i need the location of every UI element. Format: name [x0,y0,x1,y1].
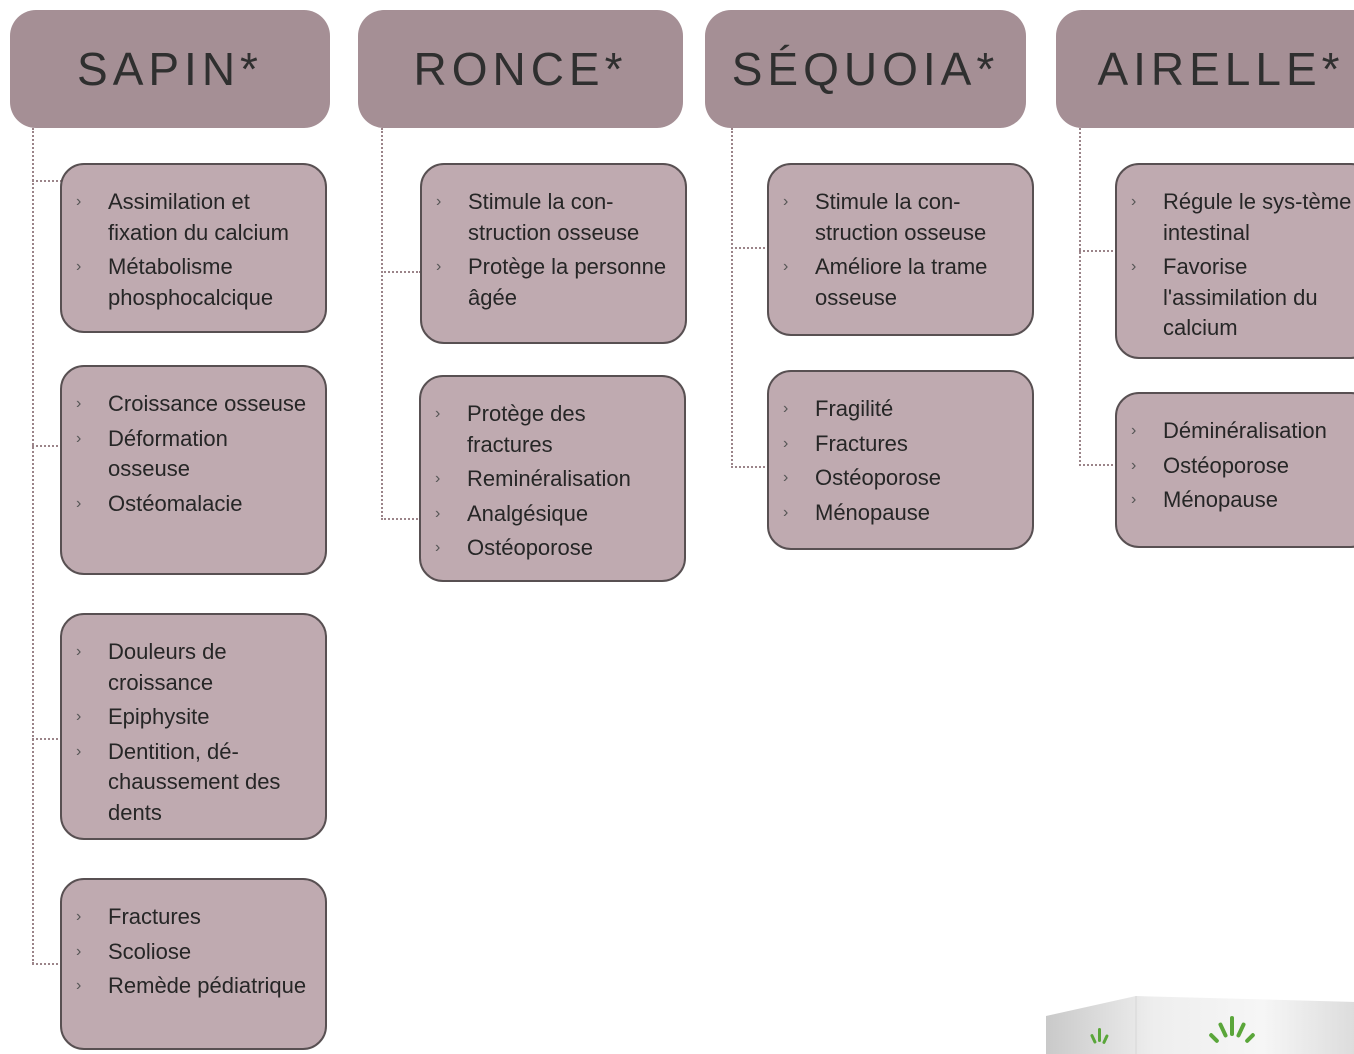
benefit-box: ›Fragilité ›Fractures ›Ostéoporose ›Méno… [767,370,1034,550]
chevron-right-icon: › [783,434,789,452]
connector-branch [731,466,769,468]
list-item: ›Stimule la con-struction osseuse [783,189,987,245]
list-item: ›Ostéoporose [1131,451,1354,482]
benefit-box: ›Assimilation et fixation du calcium ›Mé… [60,163,327,333]
list-item: ›Remède pédiatrique [76,971,315,1002]
chevron-right-icon: › [76,193,82,210]
connector-vertical [381,128,383,520]
benefit-box: ›Stimule la con-struction osseuse ›Protè… [420,163,687,344]
list-item: ›Déminéralisation [1131,416,1354,447]
list-item: ›Reminéralisation [435,464,674,495]
list-item: ›Analgésique [435,499,674,530]
benefit-box: ›Protège des fractures ›Reminéralisation… [419,375,686,582]
chevron-right-icon: › [1131,258,1137,275]
column-header-sapin: SAPIN* [10,10,330,128]
chevron-right-icon: › [76,395,82,412]
leaf-logo-icon [1090,1016,1255,1044]
connector-branch [32,180,62,182]
chevron-right-icon: › [435,405,441,422]
connector-vertical [731,128,733,468]
chevron-right-icon: › [783,400,789,417]
chevron-right-icon: › [76,942,82,960]
list-item: ›Protège des fractures [435,401,586,457]
list-item: ›Déformation osseuse [76,425,228,482]
chevron-right-icon: › [76,977,82,994]
benefit-box: ›Stimule la con-struction osseuse ›Améli… [767,163,1034,336]
chevron-right-icon: › [435,539,441,556]
list-item: ›Scoliose [76,937,315,968]
list-item: ›Douleurs de croissance [76,639,227,695]
chevron-right-icon: › [436,193,442,210]
chevron-right-icon: › [783,503,789,521]
product-bottle-image [1046,996,1354,1054]
list-item: ›Ostéoporose [435,533,674,564]
connector-vertical [1079,128,1081,466]
chevron-right-icon: › [76,429,82,447]
column-header-sequoia: SÉQUOIA* [705,10,1026,128]
column-header-ronce: RONCE* [358,10,683,128]
list-item: ›Ostéoporose [783,463,1022,494]
chevron-right-icon: › [76,494,82,512]
chevron-right-icon: › [1131,193,1137,210]
chevron-right-icon: › [435,504,441,522]
chevron-right-icon: › [76,643,82,660]
list-item: ›Fragilité [783,394,1022,425]
chevron-right-icon: › [1131,456,1137,474]
chevron-right-icon: › [76,258,82,275]
chevron-right-icon: › [783,193,789,210]
benefit-box: ›Douleurs de croissance ›Epiphysite ›Den… [60,613,327,840]
benefit-box: ›Fractures ›Scoliose ›Remède pédiatrique [60,878,327,1050]
connector-branch [381,518,421,520]
list-item: ›Favorise l'assimilation du calcium [1131,254,1318,340]
benefit-box: ›Croissance osseuse ›Déformation osseuse… [60,365,327,575]
chevron-right-icon: › [436,258,442,275]
connector-branch [32,445,62,447]
list-item: ›Dentition, dé-chaussement des dents [76,738,281,825]
connector-vertical [32,128,34,964]
list-item: ›Régule le sys-tème intestinal [1131,189,1352,245]
chevron-right-icon: › [783,469,789,486]
chevron-right-icon: › [76,908,82,925]
list-item: ›Stimule la con-struction osseuse [436,189,640,245]
list-item: ›Assimilation et fixation du calcium [76,189,289,245]
chevron-right-icon: › [783,258,789,275]
chevron-right-icon: › [1131,491,1137,508]
chevron-right-icon: › [76,742,82,760]
chevron-right-icon: › [76,708,82,725]
list-item: ›Fractures [783,429,1022,460]
connector-branch [1079,250,1117,252]
connector-branch [381,271,421,273]
connector-branch [32,738,62,740]
chevron-right-icon: › [1131,422,1137,439]
list-item: ›Améliore la trame osseuse [783,254,988,310]
connector-branch [1079,464,1117,466]
list-item: ›Croissance osseuse [76,389,315,420]
list-item: ›Ménopause [783,498,1022,529]
list-item: ›Epiphysite [76,702,315,733]
list-item: ›Ménopause [1131,485,1354,516]
list-item: ›Protège la personne âgée [436,254,667,310]
list-item: ›Ostéomalacie [76,489,315,520]
chevron-right-icon: › [435,470,441,487]
benefit-box: ›Déminéralisation ›Ostéoporose ›Ménopaus… [1115,392,1354,548]
benefit-box: ›Régule le sys-tème intestinal ›Favorise… [1115,163,1354,359]
list-item: ›Fractures [76,902,315,933]
list-item: ›Métabolisme phosphocalcique [76,254,274,310]
column-header-airelle: AIRELLE* [1056,10,1354,128]
connector-branch [731,247,769,249]
connector-branch [32,963,62,965]
